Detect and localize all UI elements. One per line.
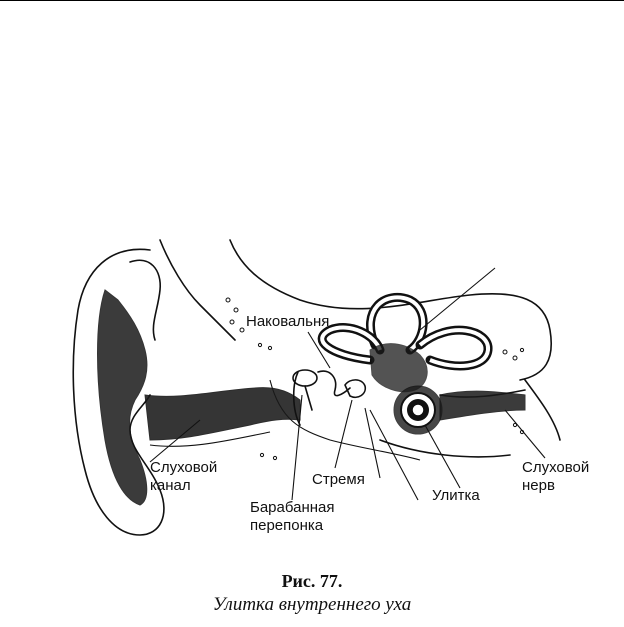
- label-ear-canal-2: канал: [150, 477, 191, 494]
- leader-eardrum: [291, 394, 303, 501]
- stirrup-shape: [344, 379, 367, 399]
- label-anvil: Наковальня: [246, 313, 329, 330]
- auditory-nerve: [439, 390, 526, 421]
- leader-ear-canal: [149, 419, 201, 463]
- leader-nerve: [504, 409, 546, 459]
- label-eardrum-1: Барабанная: [250, 499, 335, 516]
- cochlea-spiral: [393, 385, 443, 435]
- vestibule: [369, 343, 428, 393]
- leader-anvil: [307, 331, 331, 369]
- hammer-handle: [304, 385, 313, 411]
- leader-lines: [149, 267, 546, 501]
- leader-cochlea: [424, 424, 461, 489]
- eardrum-shape: [292, 371, 301, 426]
- top-rule: [0, 0, 624, 1]
- canal-lower-wall: [149, 431, 271, 447]
- label-nerve-1: Слуховой: [522, 459, 589, 476]
- semicircular-canals: [317, 292, 493, 371]
- label-stirrup: Стремя: [312, 471, 365, 488]
- bone-outline: [159, 239, 561, 458]
- ear-anatomy-diagram: Наковальня Слуховой канал Стремя Барабан…: [72, 239, 589, 536]
- label-eardrum-2: перепонка: [250, 517, 324, 534]
- ear-canal-shape: [144, 387, 301, 441]
- auricle-inner: [97, 289, 148, 506]
- leader-stirrup: [334, 399, 353, 469]
- helix-fold: [129, 259, 161, 341]
- anvil-shape: [317, 370, 351, 397]
- label-ear-canal-1: Слуховой: [150, 459, 217, 476]
- ossicles: [292, 369, 367, 411]
- label-cochlea: Улитка: [432, 487, 480, 504]
- label-nerve-2: нерв: [522, 477, 555, 494]
- figure-number: Рис. 77.: [281, 571, 343, 591]
- leader-semicircular: [419, 267, 496, 331]
- leader-extra-1: [364, 407, 381, 479]
- figure-caption: Улитка внутреннего уха: [212, 594, 412, 615]
- leader-extra-2: [369, 409, 419, 501]
